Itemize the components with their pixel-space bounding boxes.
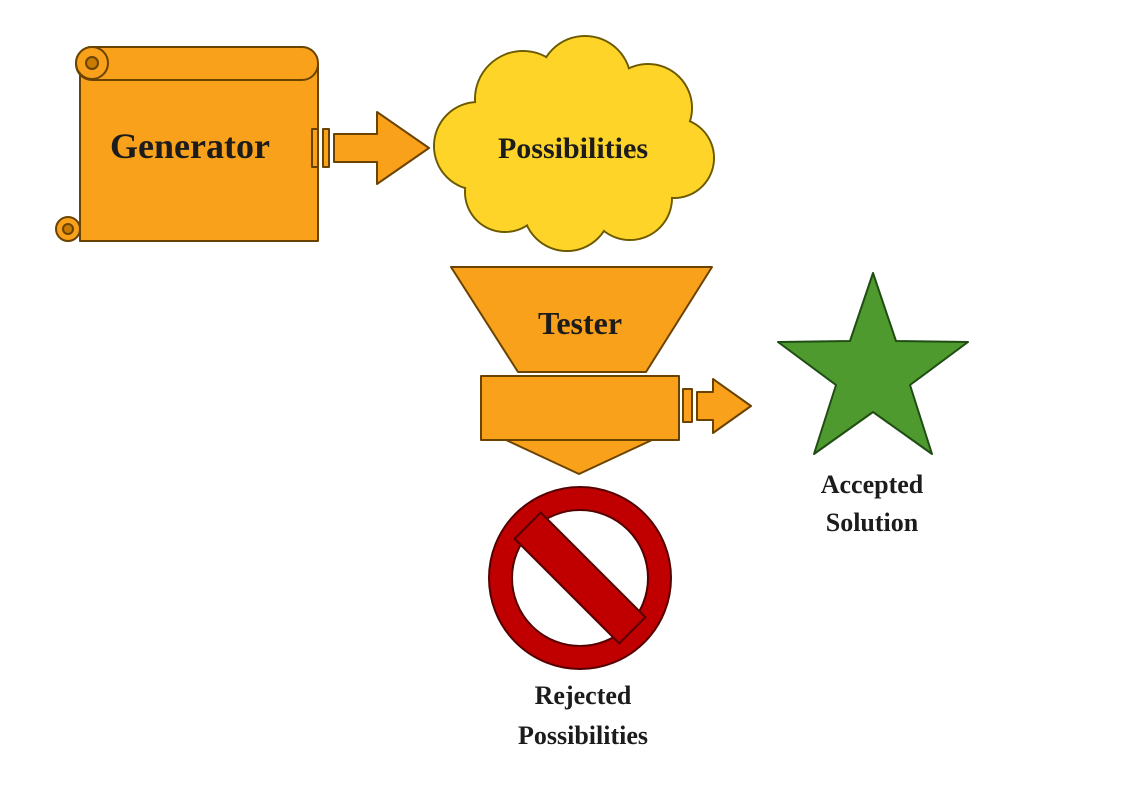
scroll-shape xyxy=(55,46,319,242)
generator-label: Generator xyxy=(110,126,270,166)
arrow-generator-to-possibilities-icon xyxy=(311,111,430,185)
cloud-shape-fill xyxy=(435,37,713,250)
rejected-possibilities-label: Rejected Possibilities xyxy=(517,681,648,750)
possibilities-label: Possibilities xyxy=(497,132,648,165)
accepted-solution-label: Accepted Solution xyxy=(820,470,924,537)
down-arrow-callout-shape xyxy=(480,375,680,475)
no-symbol-icon xyxy=(487,486,673,670)
star-icon xyxy=(777,272,969,455)
funnel-shape xyxy=(450,266,713,373)
tester-label: Tester xyxy=(537,305,623,341)
arrow-tester-to-accepted-icon xyxy=(682,378,752,434)
